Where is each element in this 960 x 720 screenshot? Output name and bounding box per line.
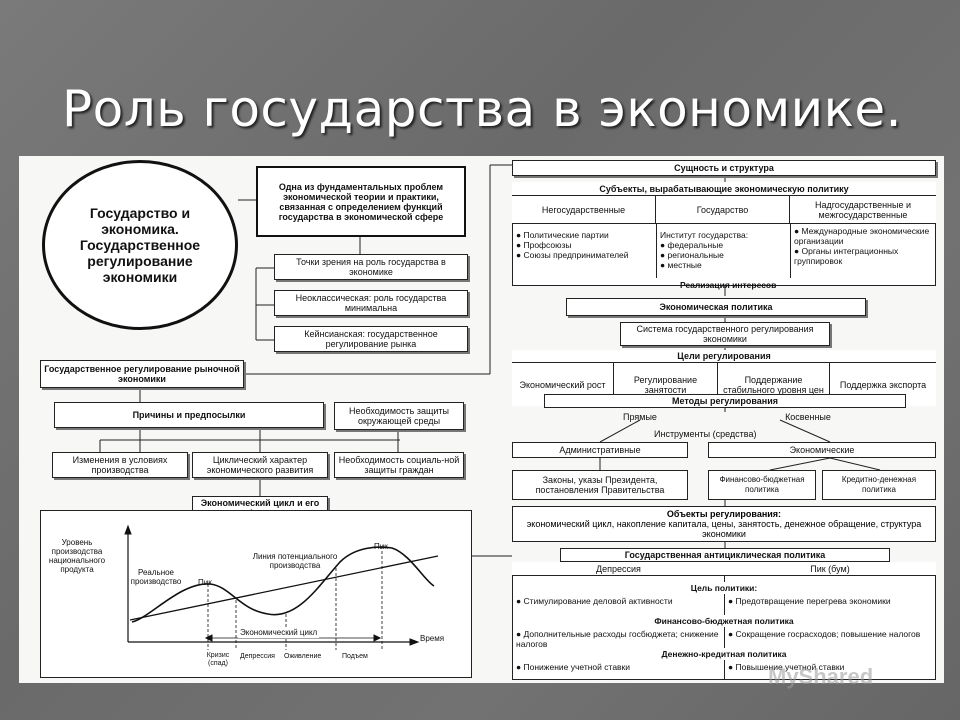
list-item: ● Союзы предпринимателей — [516, 250, 629, 260]
supra-list: ● Международные экономические организаци… — [794, 226, 932, 266]
environment-box: Необходимость защиты окружающей среды — [334, 402, 464, 430]
objects-box: Объекты регулирования: экономический цик… — [512, 506, 936, 542]
keynesian-box: Кейнсианская: государственное регулирова… — [274, 326, 468, 352]
y-axis-arrow-icon — [124, 524, 132, 535]
cycle-chart — [124, 524, 439, 650]
fiscal-policy-label: Финансово-бюджетная политика — [636, 615, 812, 627]
list-item: ● Политические партии — [516, 230, 609, 240]
supra-header: Надгосударственные и межгосударственные — [790, 196, 936, 224]
fiscal-box: Финансово-бюджетная политика — [708, 470, 816, 500]
system-box: Система государственного регулирования э… — [620, 322, 830, 346]
interests-label: Реализация интересов — [680, 280, 777, 290]
list-item: ● Профсоюзы — [516, 240, 572, 250]
monetary-box: Кредитно-денежная политика — [822, 470, 936, 500]
objects-title: Объекты регулирования: — [666, 509, 782, 519]
peak1-label: Пик — [198, 578, 212, 587]
watermark-logo: MyShared — [768, 664, 874, 689]
cycle-right-arrow-icon — [373, 634, 382, 642]
phase-revival: Оживление — [284, 653, 322, 660]
peak-header: Пик (бум) — [724, 562, 936, 576]
gov-regulation-box: Государственное регулирование рыночной э… — [40, 360, 244, 388]
potential-line — [129, 555, 439, 621]
monetary-policy-label: Денежно-кредитная политика — [636, 648, 812, 660]
real-production-label: Реальное производство — [130, 568, 182, 586]
phase-boom: Подъем — [342, 653, 368, 660]
policy-goal-label: Цель политики: — [672, 582, 776, 594]
nongov-list: ● Политические партии ● Профсоюзы ● Союз… — [516, 230, 629, 260]
fundamental-problem-box: Одна из фундаментальных проблем экономич… — [256, 166, 466, 237]
chart-y-label: Уровень производства национального проду… — [48, 538, 106, 574]
real-production-curve — [131, 546, 435, 623]
indirect-label: Косвенные — [785, 411, 831, 422]
phase-depression: Депрессия — [240, 653, 275, 660]
goals-title: Цели регулирования — [512, 350, 936, 363]
monetary-peak: ● Повышение учетной ставки — [728, 662, 845, 672]
list-item: ● федеральные — [660, 240, 724, 250]
list-item: ● Органы интеграционных группировок — [794, 246, 899, 266]
goal-peak: ● Предотвращение перегрева экономики — [728, 596, 891, 606]
subjects-title: Субъекты, вырабатывающие экономическую п… — [512, 182, 936, 196]
col-divider — [790, 224, 791, 278]
list-item: ● Международные экономические организаци… — [794, 226, 930, 246]
laws-box: Законы, указы Президента, постановления … — [512, 470, 688, 500]
fiscal-peak: ● Сокращение госрасходов; повышение нало… — [728, 629, 921, 639]
essence-box: Сущность и структура — [512, 160, 936, 176]
phase-crisis: Кризис (спад) — [206, 652, 230, 667]
views-box: Точки зрения на роль государства в эконо… — [274, 254, 468, 280]
reasons-box: Причины и предпосылки — [54, 402, 324, 428]
list-item: ● местные — [660, 260, 702, 270]
cyclical-box: Циклический характер экономического разв… — [192, 452, 328, 478]
econ-policy-box: Экономическая политика — [566, 298, 866, 316]
slide-title: Роль государства в экономике. — [62, 80, 903, 138]
neoclassical-box: Неоклассическая: роль государства минима… — [274, 290, 468, 316]
gov-header: Государство — [656, 196, 790, 224]
x-axis-arrow-icon — [409, 638, 420, 646]
nongov-header: Негосударственные — [512, 196, 656, 224]
goal-depression: ● Стимулирование деловой активности — [516, 596, 673, 606]
depression-header: Депрессия — [512, 562, 725, 576]
objects-text: экономический цикл, накопление капитала,… — [526, 519, 922, 539]
time-label: Время — [420, 634, 445, 643]
gov-list: Институт государства: ● федеральные ● ре… — [660, 230, 748, 270]
direct-label: Прямые — [623, 411, 657, 422]
topic-circle: Государство и экономика. Государственное… — [42, 160, 238, 330]
social-protection-box: Необходимость социаль-ной защиты граждан — [334, 452, 464, 478]
col-divider — [656, 224, 657, 278]
economic-box: Экономические — [708, 442, 936, 458]
monetary-depression: ● Понижение учетной ставки — [516, 662, 631, 672]
list-item: ● региональные — [660, 250, 724, 260]
production-changes-box: Изменения в условиях производства — [52, 452, 188, 478]
list-item: Институт государства: — [660, 230, 749, 240]
methods-box: Методы регулирования — [544, 394, 906, 408]
admin-box: Административные — [512, 442, 688, 458]
cycle-left-arrow-icon — [204, 634, 213, 642]
anticyclic-box: Государственная антициклическая политика — [560, 548, 890, 562]
fiscal-depression: ● Дополнительные расходы госбюджета; сни… — [516, 629, 719, 649]
potential-label: Линия потенциального производства — [252, 552, 338, 570]
tools-label: Инструменты (средства) — [652, 429, 759, 439]
peak2-label: Пик — [374, 542, 388, 551]
cycle-label: Экономический цикл — [238, 628, 320, 638]
